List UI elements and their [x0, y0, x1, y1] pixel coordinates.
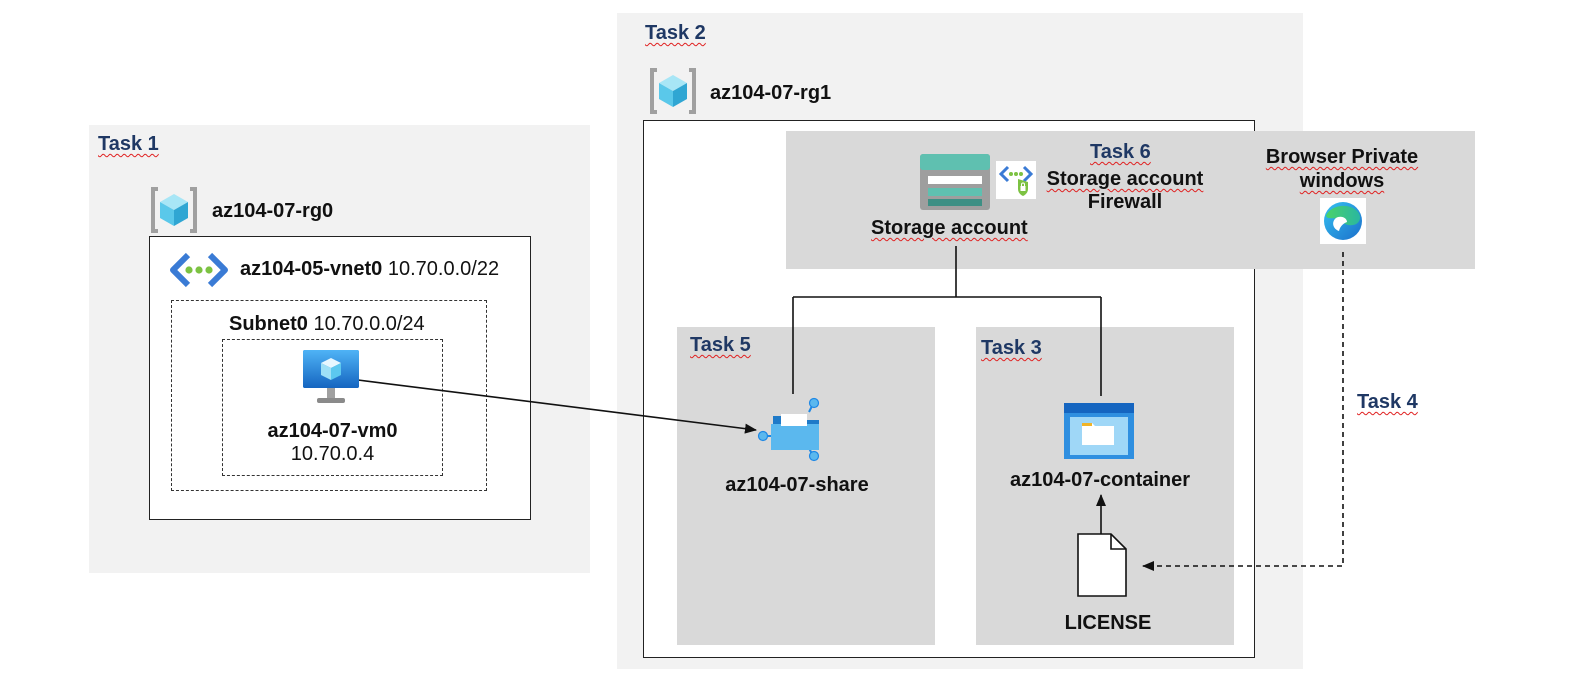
vm-ip: 10.70.0.4 — [290, 443, 375, 465]
edge-browser-icon — [1320, 198, 1366, 244]
browser-label-line2: windows — [1255, 170, 1429, 193]
resource-group-icon — [650, 68, 696, 114]
browser-to-license-arrow — [1142, 252, 1344, 571]
browser-label-line1-text: Browser Private — [1265, 146, 1419, 168]
storage-account-icon — [920, 154, 990, 210]
browser-label-line2-text: windows — [1299, 170, 1385, 192]
task4-label: Task 4 — [1357, 391, 1418, 413]
task2-label: Task 2 — [645, 22, 706, 44]
subnet-address: 10.70.0.0/24 — [313, 313, 425, 335]
vnet-name: az104-05-vnet0 — [240, 258, 383, 280]
container-name: az104-07-container — [1009, 469, 1191, 491]
task1-label: Task 1 — [98, 133, 159, 155]
blob-container-icon — [1064, 403, 1134, 459]
share-name: az104-07-share — [725, 474, 869, 496]
vm-to-share-arrow — [357, 379, 757, 434]
browser-label-line1: Browser Private — [1255, 146, 1429, 169]
resource-group-icon — [151, 187, 197, 233]
rg1-name: az104-07-rg1 — [710, 82, 832, 104]
storage-connector — [792, 246, 1102, 396]
vm-name: az104-07-vm0 — [267, 420, 398, 442]
task3-label: Task 3 — [981, 337, 1042, 359]
task5-panel — [677, 327, 935, 645]
firewall-label-line1-text: Storage account — [1046, 168, 1204, 190]
subnet-label: Subnet0 10.70.0.0/24 — [229, 313, 425, 336]
subnet-name: Subnet0 — [229, 313, 308, 335]
virtual-machine-icon — [303, 350, 359, 403]
document-icon — [1077, 533, 1127, 597]
storage-account-name: Storage account — [871, 217, 1028, 239]
vnet-address: 10.70.0.0/22 — [387, 258, 500, 280]
firewall-icon — [996, 161, 1036, 199]
license-file-name: LICENSE — [1064, 612, 1152, 634]
firewall-label-line1: Storage account — [1040, 168, 1210, 191]
task5-label: Task 5 — [690, 334, 751, 356]
task6-label: Task 6 — [1090, 141, 1151, 163]
firewall-label-line2: Firewall — [1087, 191, 1163, 213]
vnet-label: az104-05-vnet0 10.70.0.0/22 — [240, 258, 499, 281]
vnet-icon — [170, 252, 228, 288]
file-share-icon — [757, 397, 820, 462]
rg0-name: az104-07-rg0 — [212, 200, 334, 222]
storage-account-label: Storage account — [871, 217, 1028, 240]
subnet-box — [222, 339, 443, 476]
